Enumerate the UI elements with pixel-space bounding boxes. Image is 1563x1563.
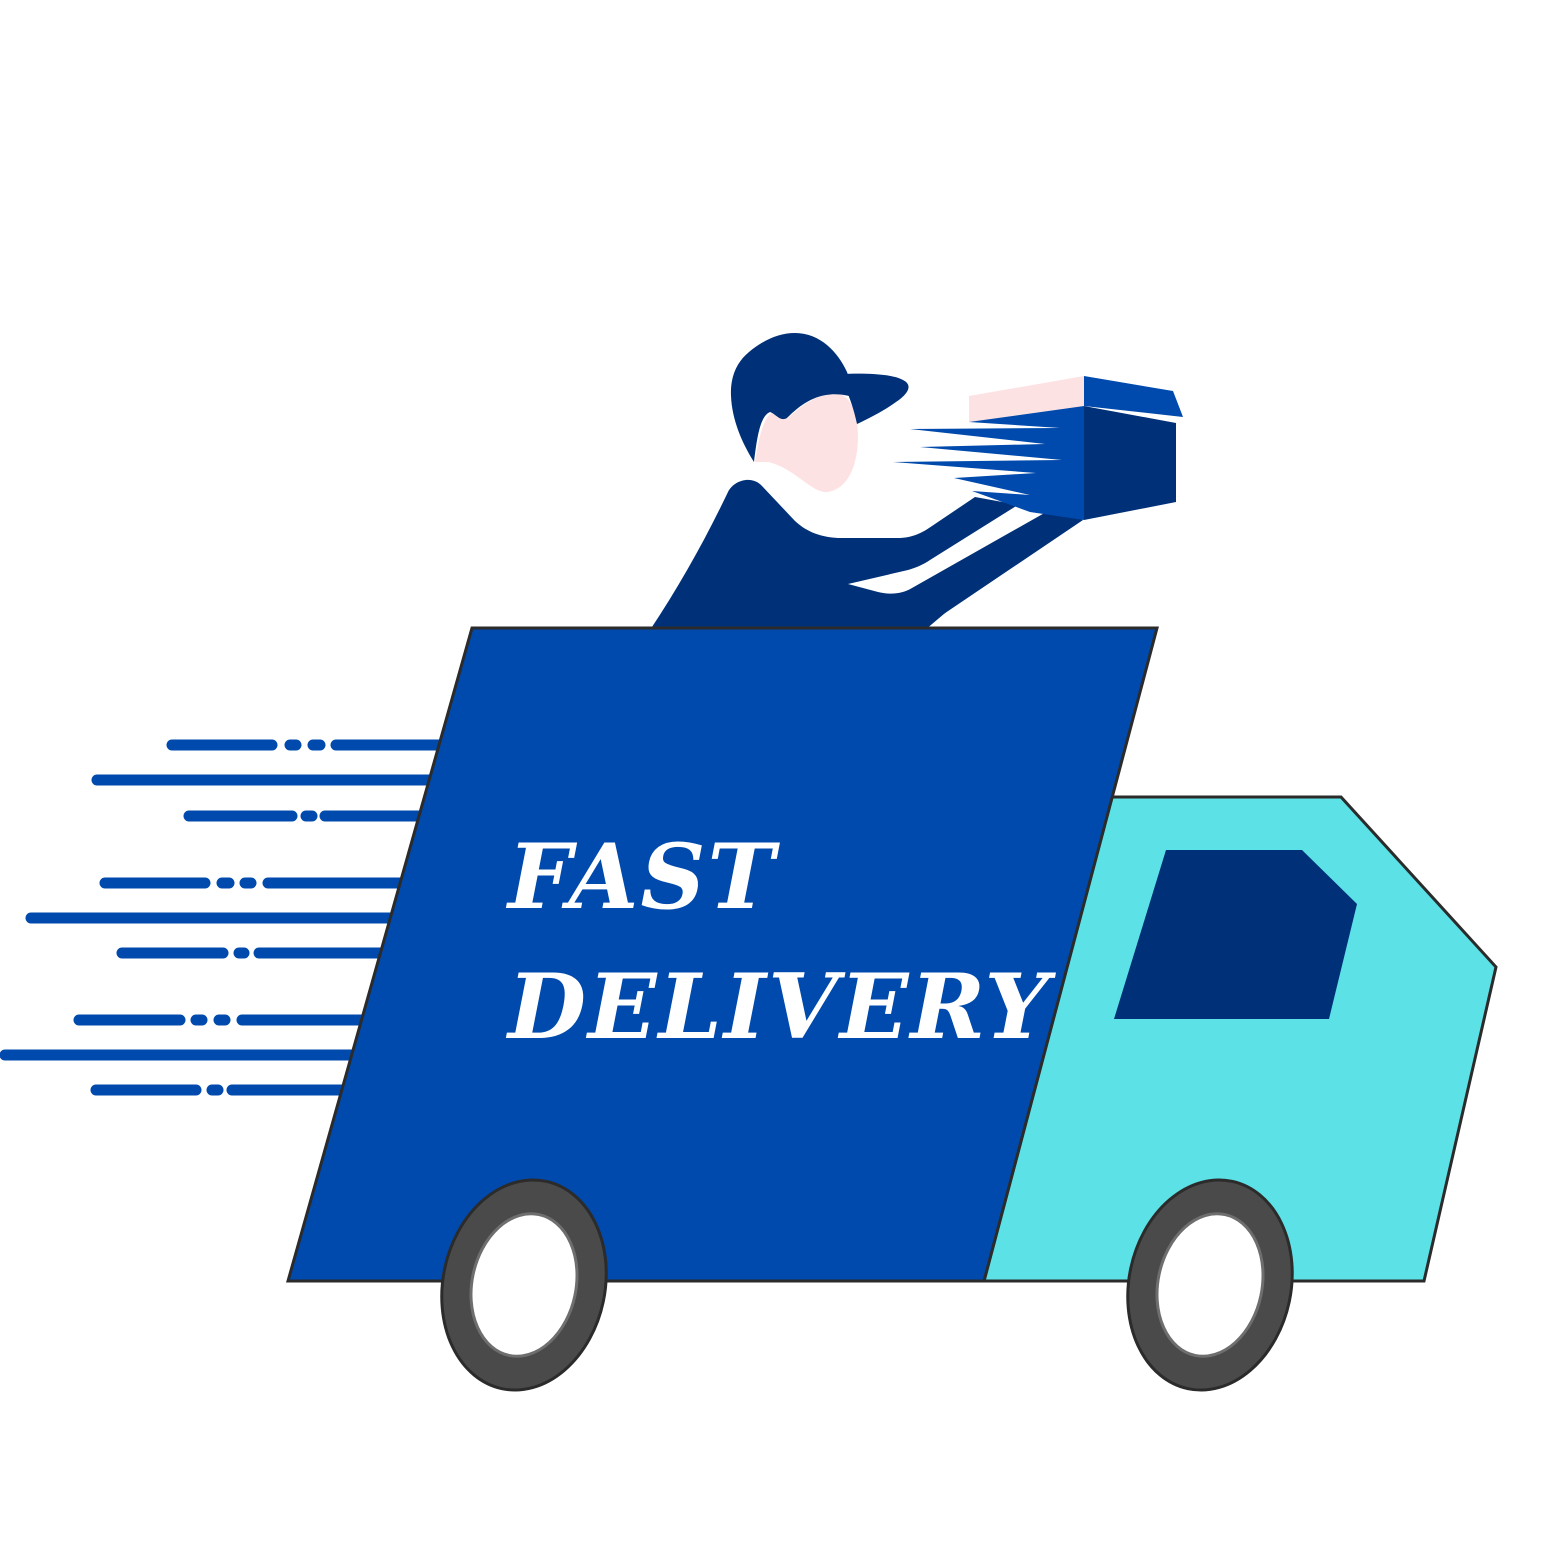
- package-box-icon: [893, 376, 1183, 520]
- delivery-truck-icon: [286, 626, 1498, 1283]
- speed-lines-icon: [0, 739, 446, 1096]
- truck-window: [1114, 850, 1357, 1019]
- cargo-box: [286, 626, 1159, 1283]
- courier-hair: [730, 333, 856, 462]
- courier-arm-highlight: [848, 503, 1048, 594]
- title-line-fast: FAST: [505, 824, 780, 930]
- rear-wheel: [440, 1178, 608, 1392]
- wheel-icon: [440, 1178, 1294, 1392]
- courier-arm: [845, 502, 1083, 630]
- delivery-person-icon: [650, 333, 1083, 630]
- title-line-delivery: DELIVERY: [505, 954, 1056, 1060]
- title-text: FAST DELIVERY: [505, 824, 1056, 1060]
- courier-cap: [843, 373, 909, 424]
- front-wheel: [1126, 1178, 1294, 1392]
